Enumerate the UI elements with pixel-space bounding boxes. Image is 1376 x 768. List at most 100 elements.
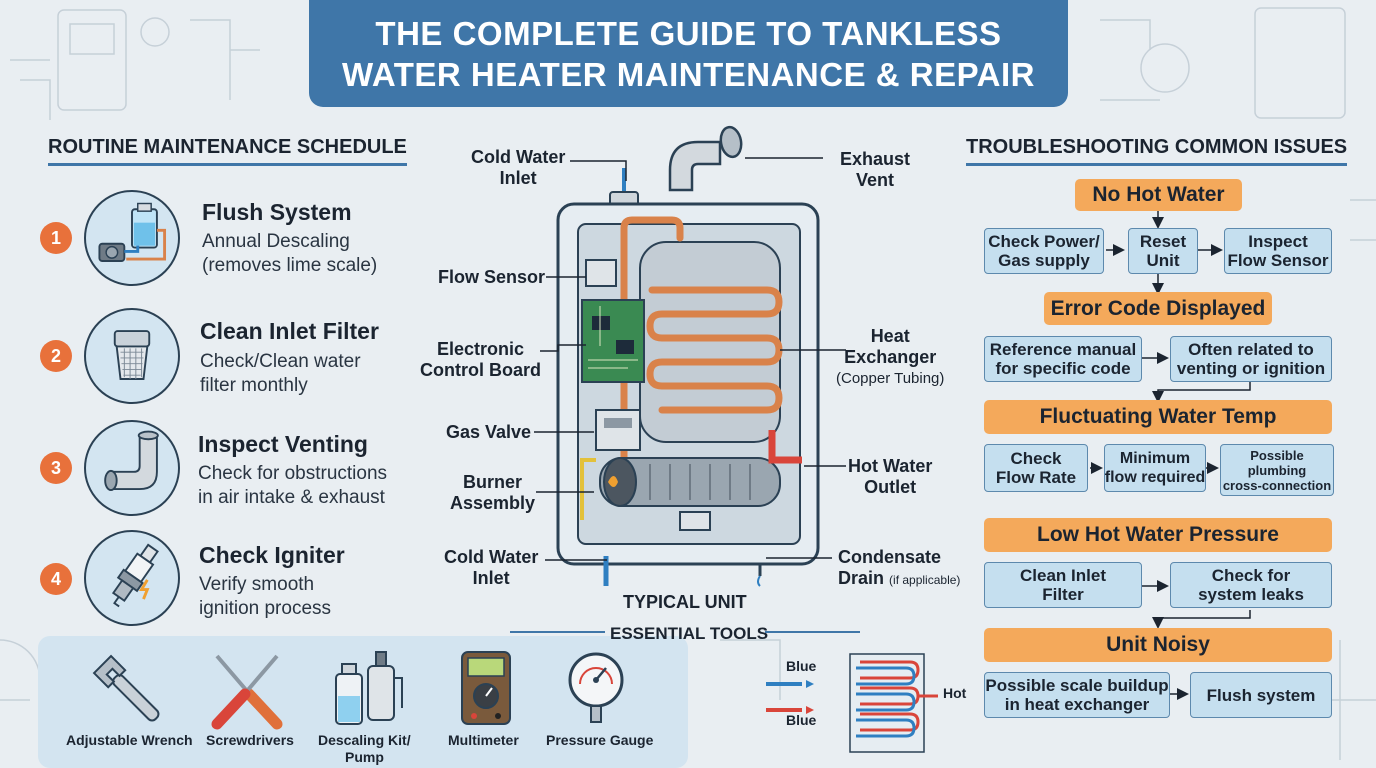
- label-heat-exchanger: Heat Exchanger (Copper Tubing): [836, 326, 944, 389]
- issue-fluctuating-temp: Fluctuating Water Temp: [984, 400, 1332, 434]
- step-cross-connection-line2: plumbing: [1247, 462, 1307, 478]
- tool-label-descaling: Descaling Kit/: [318, 732, 411, 748]
- tools-heading: ESSENTIAL TOOLS: [610, 624, 769, 643]
- mini-label-blue-top: Blue: [786, 658, 817, 674]
- exhaust-vent: [668, 125, 743, 192]
- step-clean-inlet-filter-line2: Filter: [1042, 585, 1084, 604]
- step-title-3: Inspect Venting: [198, 431, 368, 457]
- step-flush-system: Flush system: [1190, 672, 1332, 718]
- flush-pump-icon: [84, 190, 180, 286]
- step-check-flow-rate-line1: Check: [1010, 449, 1062, 468]
- label-cold-inlet-top-line2: Inlet: [499, 168, 537, 188]
- diagram-caption: TYPICAL UNIT: [623, 592, 747, 612]
- pressure-gauge-icon: [568, 652, 624, 723]
- tools-heading-rule: [510, 631, 860, 633]
- label-burner-assembly: Burner Assembly: [450, 472, 535, 514]
- cold-inlet-bottom-pipe: [603, 556, 609, 586]
- step-inspect-flow-sensor-line1: Inspect: [1248, 232, 1308, 251]
- label-control-board: Electronic Control Board: [420, 339, 541, 381]
- title-banner: THE COMPLETE GUIDE TO TANKLESS WATER HEA…: [309, 0, 1068, 107]
- label-cold-inlet-bottom: Cold Water Inlet: [444, 547, 538, 589]
- label-control-board-line2: Control Board: [420, 360, 541, 380]
- label-cold-inlet-bottom-line2: Inlet: [472, 568, 510, 588]
- issue-no-hot-water: No Hot Water: [1075, 179, 1242, 211]
- step-cross-connection-line3: cross-connection: [1222, 477, 1332, 493]
- step-minimum-flow-line1: Minimum: [1119, 450, 1191, 467]
- multimeter-icon: [461, 651, 511, 725]
- descaling-kit-icon: [335, 651, 403, 725]
- label-control-board-line1: Electronic: [436, 339, 525, 359]
- label-heat-exchanger-line3: (Copper Tubing): [836, 370, 945, 387]
- step-check-power: Check Power/Gas supply: [984, 228, 1104, 274]
- label-flow-sensor: Flow Sensor: [438, 267, 546, 287]
- label-condensate-line1: Condensate: [838, 547, 942, 567]
- filter-icon: [84, 308, 180, 404]
- step-number-3: 3: [40, 452, 72, 484]
- label-hot-water-outlet: Hot Water Outlet: [848, 456, 932, 498]
- step-scale-buildup-line1: Possible scale buildup: [985, 676, 1169, 695]
- step-desc-1b: (removes lime scale): [202, 255, 378, 276]
- step-desc-1a: Annual Descaling: [202, 231, 350, 252]
- step-often-related-line2: venting or ignition: [1176, 359, 1326, 378]
- step-minimum-flow: Minimum flow required: [1104, 444, 1206, 492]
- step-number-4: 4: [40, 563, 72, 595]
- step-often-related-line1: Often related to: [1188, 340, 1314, 359]
- troubleshooting-heading: TROUBLESHOOTING COMMON ISSUES: [966, 136, 1348, 166]
- step-scale-buildup-line2: in heat exchanger: [1004, 695, 1150, 714]
- mini-flow-diagram: [766, 653, 938, 753]
- step-number-1: 1: [40, 222, 72, 254]
- step-desc-2b: filter monthly: [200, 375, 308, 396]
- label-cold-inlet-bottom-line1: Cold Water: [444, 547, 539, 567]
- step-desc-3b: in air intake & exhaust: [198, 487, 385, 508]
- issue-error-code: Error Code Displayed: [1044, 292, 1272, 325]
- step-reset-unit-line1: Reset: [1139, 232, 1187, 251]
- step-desc-4b: ignition process: [199, 598, 332, 619]
- title-line-2: WATER HEATER MAINTENANCE & REPAIR: [342, 55, 1035, 93]
- label-burner-line1: Burner: [463, 472, 523, 492]
- step-title-2: Clean Inlet Filter: [200, 318, 379, 344]
- mini-label-hot: Hot: [943, 685, 967, 701]
- issue-unit-noisy: Unit Noisy: [984, 628, 1332, 662]
- step-reference-manual-line1: Reference manual: [989, 340, 1137, 359]
- step-number-2: 2: [40, 340, 72, 372]
- step-check-power-line2: Gas supply: [998, 251, 1090, 270]
- step-desc-4a: Verify smooth: [199, 574, 315, 595]
- step-title-1: Flush System: [202, 199, 352, 225]
- vent-pipe-icon: [84, 420, 180, 516]
- label-heat-exchanger-line1: Heat: [870, 326, 910, 346]
- step-minimum-flow-line2: flow required: [1104, 469, 1206, 486]
- tool-label-wrench: Adjustable Wrench: [66, 732, 193, 748]
- label-cold-inlet-top: Cold Water Inlet: [471, 147, 565, 189]
- mini-label-blue-bottom: Blue: [786, 712, 817, 728]
- label-exhaust-vent: Exhaust Vent: [840, 149, 910, 191]
- step-check-leaks-line1: Check for: [1211, 566, 1291, 585]
- label-condensate-line3: (if applicable): [889, 573, 961, 587]
- label-burner-line2: Assembly: [450, 493, 536, 513]
- tool-label-descaling-2: Pump: [345, 749, 384, 765]
- step-cross-connection-line1: Possible: [1250, 447, 1304, 463]
- wrench-icon: [92, 654, 160, 722]
- step-desc-3a: Check for obstructions: [198, 463, 388, 484]
- tool-label-screwdrivers: Screwdrivers: [206, 732, 294, 748]
- issue-low-pressure: Low Hot Water Pressure: [984, 518, 1332, 552]
- step-reset-unit-line2: Unit: [1146, 251, 1180, 270]
- step-clean-inlet-filter-line1: Clean Inlet: [1020, 566, 1106, 585]
- step-title-4: Check Igniter: [199, 542, 345, 568]
- spark-plug-icon: [84, 530, 180, 626]
- step-reference-manual-line2: for specific code: [995, 359, 1131, 378]
- label-gas-valve: Gas Valve: [446, 422, 532, 442]
- step-inspect-flow-sensor-line2: Flow Sensor: [1227, 251, 1329, 270]
- label-exhaust-line1: Exhaust: [840, 149, 911, 169]
- label-condensate-drain: Condensate Drain (if applicable): [838, 547, 960, 591]
- screwdriver-icon: [211, 654, 283, 730]
- step-desc-2a: Check/Clean water: [200, 351, 361, 372]
- tool-label-gauge: Pressure Gauge: [546, 732, 654, 748]
